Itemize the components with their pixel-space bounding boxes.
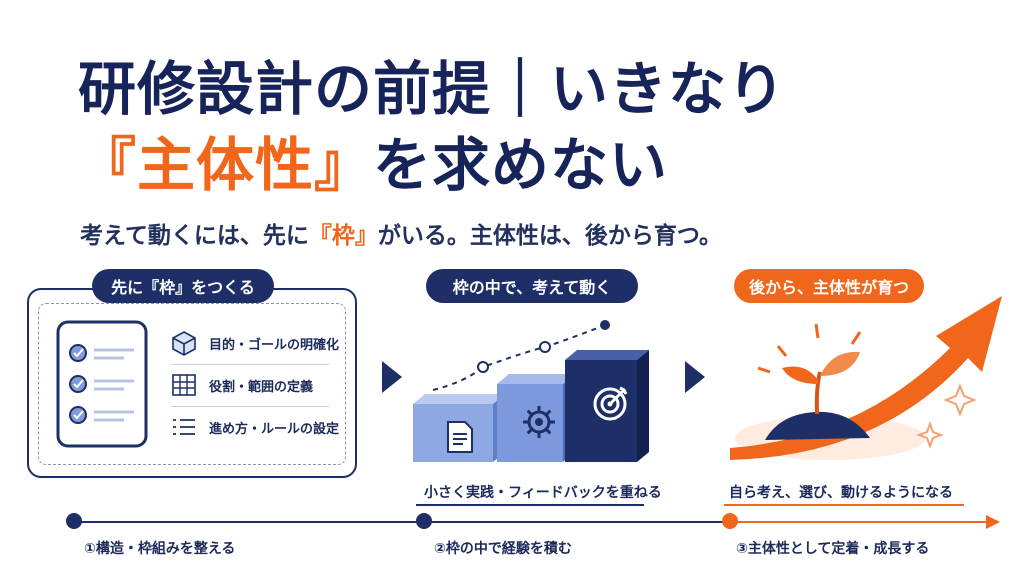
item-label: 目的・ゴールの明確化 (209, 337, 340, 353)
chevron-right-icon (685, 361, 705, 393)
timeline-line-2 (424, 521, 730, 523)
section-3-caption: 自ら考え、選び、動けるようになる (729, 485, 953, 501)
chevron-right-icon (382, 361, 402, 393)
caption-underline (724, 504, 964, 506)
timeline-dot-3 (722, 513, 738, 529)
grid-icon (171, 372, 197, 398)
timeline-step-1: ①構造・枠組みを整える (84, 541, 236, 557)
timeline-line-3 (730, 521, 990, 523)
timeline-step-3: ③主体性として定着・成長する (736, 541, 930, 557)
framework-inner-box (38, 303, 346, 465)
list-item-role: 役割・範囲の定義 (171, 372, 313, 398)
growth-arrow (730, 296, 1002, 460)
document-icon (447, 421, 473, 453)
gear-icon (523, 406, 555, 438)
sparkle-icon (916, 421, 944, 449)
caption-underline (416, 504, 644, 506)
subtitle-part-2: がいる。主体性は、後から育つ。 (377, 223, 722, 249)
list-item-rules: 進め方・ルールの設定 (171, 414, 339, 440)
subtitle: 考えて動くには、先に『枠』がいる。主体性は、後から育つ。 (80, 216, 722, 250)
section-1-pill: 先に『枠』をつくる (92, 269, 274, 303)
title-rest: を求めない (373, 131, 669, 199)
checklist-icon (56, 320, 148, 448)
timeline-dot-1 (66, 513, 82, 529)
item-label: 役割・範囲の定義 (209, 379, 314, 395)
section-2-pill: 枠の中で、考えて動く (426, 269, 638, 303)
title-accent: 『主体性』 (78, 131, 374, 199)
subtitle-accent: 『枠』 (308, 223, 378, 249)
growth-illustration (730, 296, 1002, 460)
subtitle-part-1: 考えて動くには、先に (80, 223, 309, 249)
section-2-caption: 小さく実践・フィードバックを重ねる (424, 485, 662, 501)
timeline-line-1 (74, 521, 420, 523)
divider (171, 406, 329, 407)
title-line-2: 『主体性』を求めない (78, 118, 668, 202)
timeline-arrowhead-icon (986, 515, 1000, 529)
cube-icon (171, 330, 197, 356)
sparkle-icon (943, 383, 977, 417)
timeline-step-2: ②枠の中で経験を積む (434, 541, 572, 557)
list-icon (171, 414, 197, 440)
list-item-goal: 目的・ゴールの明確化 (171, 330, 339, 356)
timeline-dot-2 (416, 513, 432, 529)
stair-blocks-illustration (413, 320, 649, 462)
item-label: 進め方・ルールの設定 (209, 421, 340, 437)
title-line-1: 研修設計の前提｜いきなり (78, 55, 787, 123)
section-3-pill: 後から、主体性が育つ (734, 269, 924, 303)
target-icon (593, 386, 628, 421)
divider (171, 364, 329, 365)
